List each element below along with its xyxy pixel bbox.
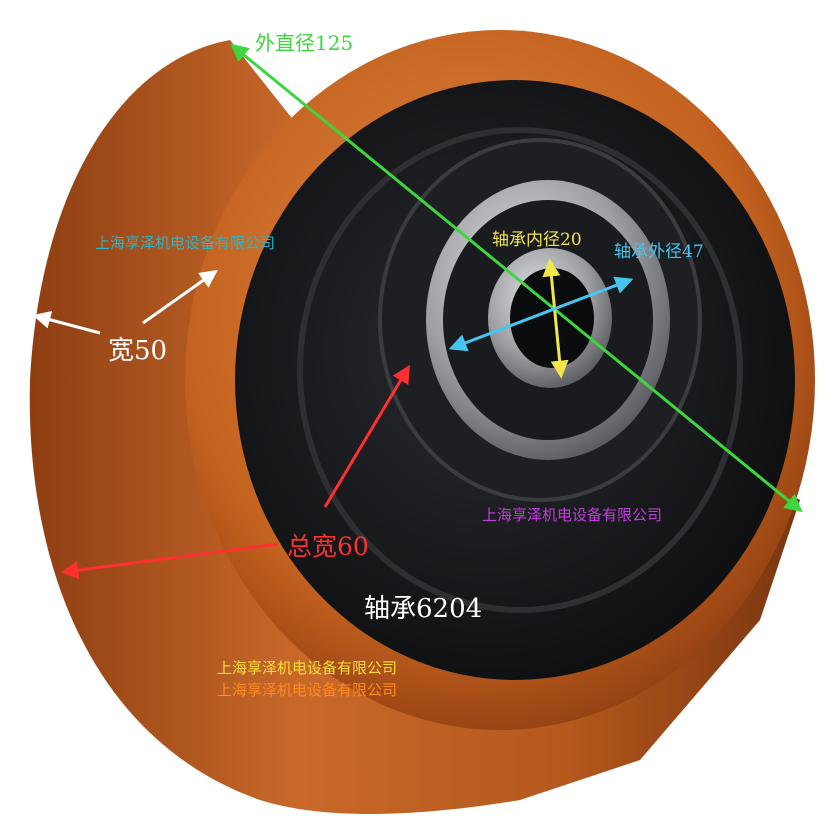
- company-watermark: 上海享泽机电设备有限公司: [217, 681, 398, 699]
- outer-diameter-label: 外直径125: [255, 31, 354, 55]
- width-arrow-right: [142, 269, 218, 325]
- total-width-label: 总宽60: [287, 532, 369, 561]
- total-width-arrow-right: [323, 364, 410, 508]
- company-watermark: 上海享泽机电设备有限公司: [95, 234, 276, 252]
- bearing-model-label: 轴承6204: [364, 594, 483, 624]
- width-arrow-left: [32, 310, 101, 335]
- width-label: 宽50: [108, 336, 168, 366]
- company-watermark: 上海享泽机电设备有限公司: [482, 506, 663, 524]
- bearing-outer-diameter-label: 轴承外径47: [614, 242, 704, 262]
- bearing-outer-diameter-arrow: [448, 276, 634, 352]
- total-width-arrow-left: [60, 542, 279, 580]
- bearing-inner-diameter-label: 轴承内径20: [492, 230, 582, 250]
- company-watermark: 上海享泽机电设备有限公司: [217, 659, 398, 677]
